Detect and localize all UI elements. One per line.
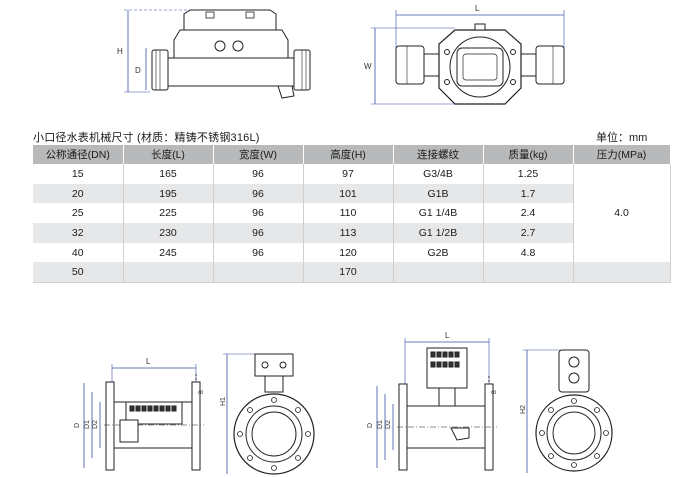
flanged-meter-side-view-b: L D D1 D2 B <box>367 331 498 471</box>
table-row: 15 165 96 97 G3/4B 1.25 4.0 <box>33 164 671 263</box>
cell-length: 230 <box>123 223 214 243</box>
dim-d2-label-a: D2 <box>92 420 99 429</box>
cell-thread: G2B <box>393 242 484 263</box>
cell-dn: 40 <box>33 242 124 263</box>
header-thread: 连接螺纹 <box>393 145 484 164</box>
flanged-meter-front-view-b: H2 <box>520 349 613 473</box>
table-row: 20 195 96 101 G1B 1.7 <box>33 183 670 204</box>
dim-h-label: H <box>117 47 123 56</box>
table-row: 32 230 96 113 G1 1/2B 2.7 <box>33 223 670 243</box>
table-header-row: 公称通径(DN) 长度(L) 宽度(W) 高度(H) 连接螺纹 质量(kg) 压… <box>33 145 671 164</box>
cell-width <box>213 262 304 284</box>
cell-height: 101 <box>303 183 394 204</box>
cell-mass: 2.7 <box>483 223 574 243</box>
cell-thread: G1 1/4B <box>393 203 484 224</box>
cell-height: 97 <box>303 164 394 184</box>
cell-length <box>123 262 214 284</box>
dim-l-label-a: L <box>146 357 151 366</box>
cell-width: 96 <box>213 203 304 224</box>
header-height: 高度(H) <box>303 145 394 164</box>
dim-d1-label-a: D1 <box>84 420 91 429</box>
cell-height: 113 <box>303 223 394 243</box>
dim-b-label-a: B <box>199 390 205 394</box>
cell-height: 110 <box>303 203 394 224</box>
header-width: 宽度(W) <box>213 145 304 164</box>
dim-l-label-b: L <box>445 331 450 340</box>
cell-length: 165 <box>123 164 214 184</box>
flanged-meter-front-view-a: H1 <box>220 353 315 475</box>
dim-b-label-b: B <box>492 390 498 394</box>
cell-thread: G1 1/2B <box>393 223 484 243</box>
unit-label: 单位：mm <box>596 132 648 144</box>
cell-dn: 20 <box>33 183 124 204</box>
cell-width: 96 <box>213 242 304 263</box>
cell-length: 245 <box>123 242 214 263</box>
cell-length: 195 <box>123 183 214 204</box>
dim-d1-label-b: D1 <box>377 420 384 429</box>
dim-h1-label: H1 <box>220 397 227 406</box>
meter-top-view: L W <box>364 4 565 105</box>
cell-width: 96 <box>213 164 304 184</box>
dim-d-label-b: D <box>367 423 374 428</box>
header-mass: 质量(kg) <box>483 145 574 164</box>
cell-pressure: 4.0 <box>572 164 671 263</box>
cell-mass <box>483 262 574 284</box>
cell-dn: 32 <box>33 223 124 243</box>
cell-mass: 2.4 <box>483 203 574 224</box>
cell-height: 170 <box>303 262 394 284</box>
dim-d-label: D <box>135 66 141 75</box>
header-dn: 公称通径(DN) <box>33 145 124 164</box>
dim-d-label-a: D <box>74 423 81 428</box>
cell-mass: 1.7 <box>483 183 574 204</box>
dim-d2-label-b: D2 <box>385 420 392 429</box>
dim-h2-label: H2 <box>520 405 527 414</box>
table-row: 25 225 96 110 G1 1/4B 2.4 <box>33 203 670 224</box>
header-pressure: 压力(MPa) <box>573 145 671 164</box>
cell-pressure-empty <box>573 262 671 284</box>
flanged-meter-side-view-a: L D D1 D2 B <box>74 357 205 471</box>
header-length: 长度(L) <box>123 145 214 164</box>
cell-thread: G1B <box>393 183 484 204</box>
table-caption: 小口径水表机械尺寸 (材质：精铸不锈钢316L) <box>33 132 260 144</box>
cell-width: 96 <box>213 223 304 243</box>
cell-dn: 15 <box>33 164 124 184</box>
cell-thread: G3/4B <box>393 164 484 184</box>
meter-side-view: H D <box>117 9 311 99</box>
table-row: 40 245 96 120 G2B 4.8 <box>33 242 670 263</box>
cell-mass: 4.8 <box>483 242 574 263</box>
cell-dn: 50 <box>33 262 124 284</box>
cell-thread <box>393 262 484 284</box>
cell-dn: 25 <box>33 203 124 224</box>
table-row: 50 170 <box>33 262 671 284</box>
cell-length: 225 <box>123 203 214 224</box>
spec-table: 公称通径(DN) 长度(L) 宽度(W) 高度(H) 连接螺纹 质量(kg) 压… <box>33 145 671 284</box>
dim-w-label: W <box>364 62 372 71</box>
dim-l-label: L <box>475 4 480 13</box>
cell-width: 96 <box>213 183 304 204</box>
cell-height: 120 <box>303 242 394 263</box>
cell-mass: 1.25 <box>483 164 574 184</box>
